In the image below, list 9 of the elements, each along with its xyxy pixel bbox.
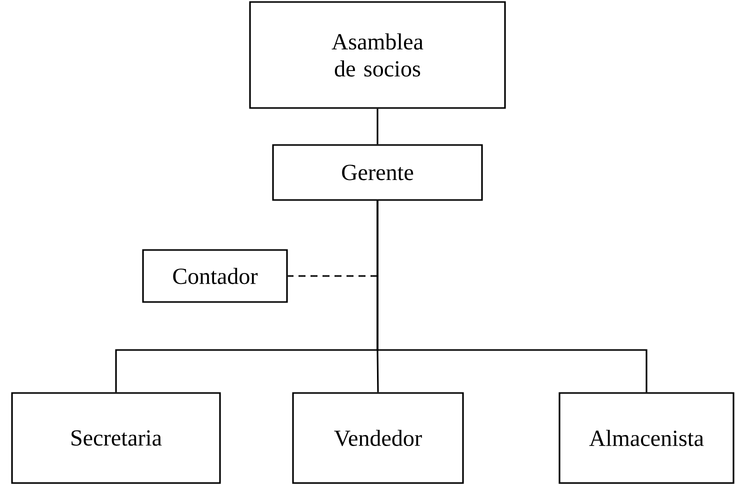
org-box: Gerente [272, 144, 483, 201]
org-box: Asamblea de socios [249, 1, 506, 109]
connector-line [376, 108, 378, 144]
org-box: Secretaria [11, 392, 221, 484]
connector-line [288, 275, 378, 277]
connector-line [376, 200, 648, 392]
org-box: Almacenista [558, 392, 734, 484]
org-box: Vendedor [292, 392, 464, 484]
org-box: Contador [142, 249, 288, 303]
